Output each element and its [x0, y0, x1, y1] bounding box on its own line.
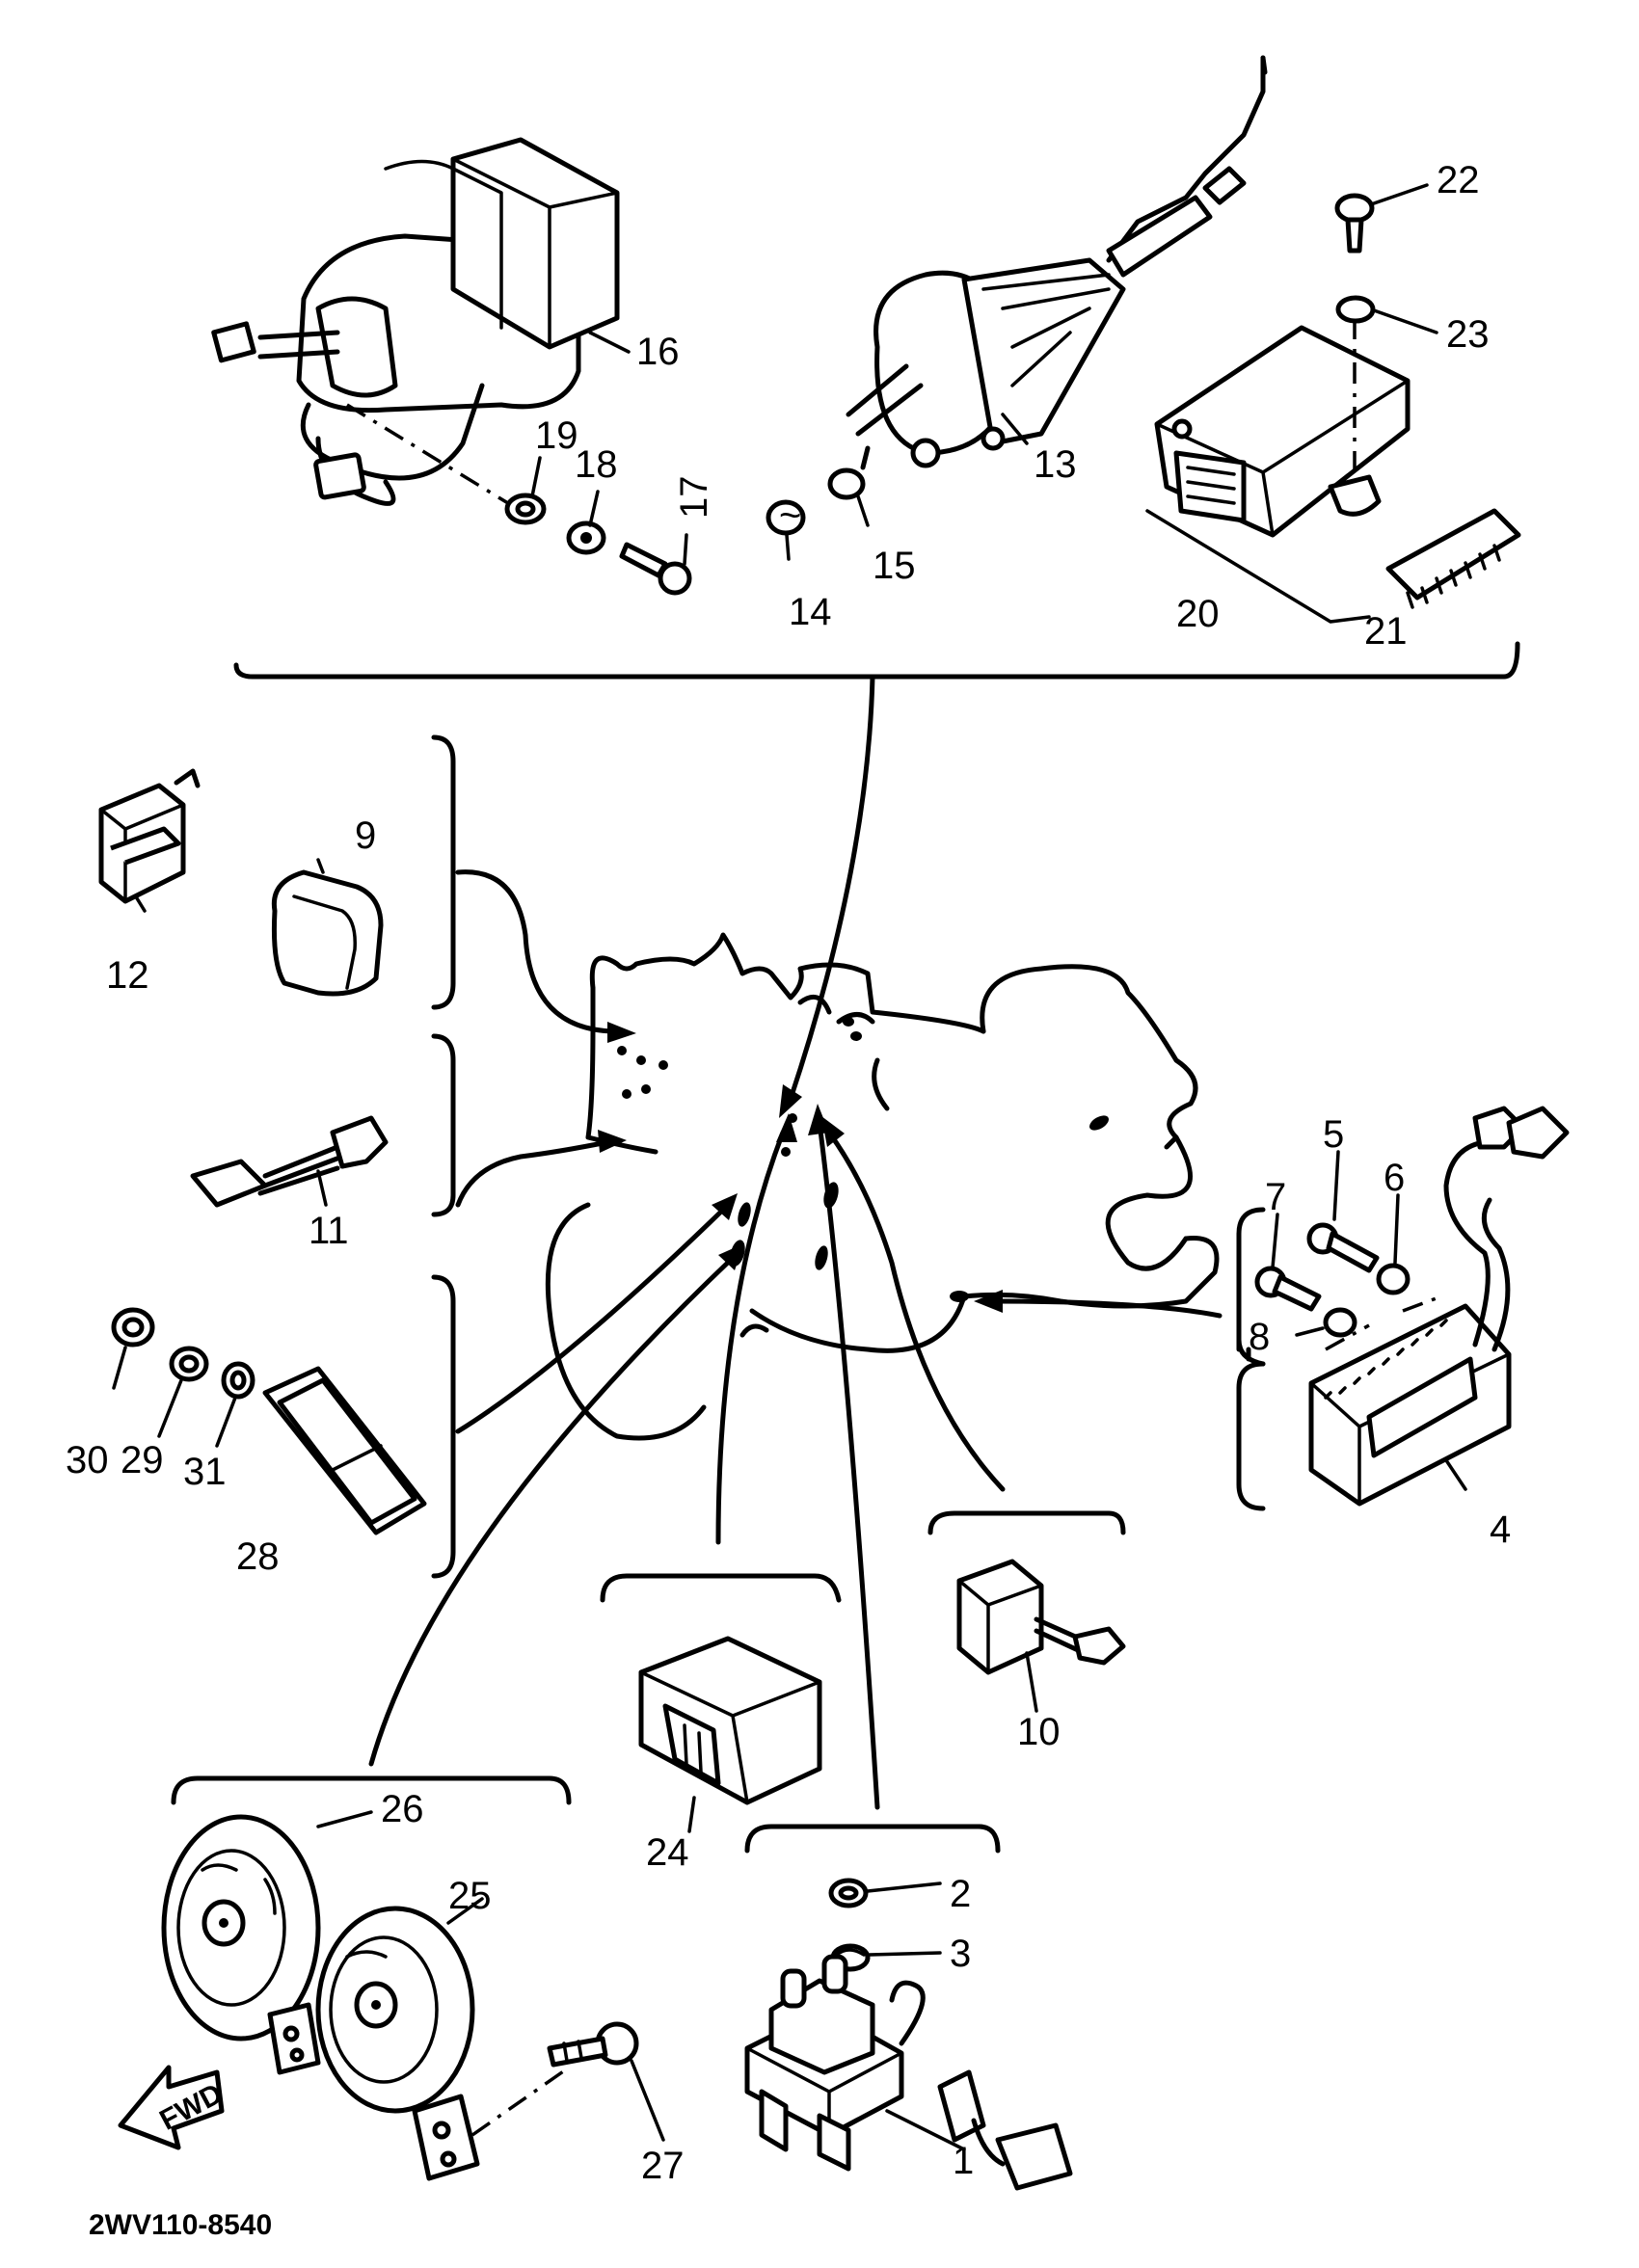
- part-6-washer[interactable]: [1376, 1263, 1411, 1295]
- callout-6: 6: [1384, 1157, 1405, 1199]
- part-1-starter-relay[interactable]: [744, 1954, 1073, 2191]
- callout-3: 3: [950, 1933, 971, 1975]
- part-28-module[interactable]: [262, 1366, 427, 1535]
- part-26-horn[interactable]: [161, 1810, 373, 2075]
- horn-group: FWD: [118, 1775, 665, 2181]
- part-14-cap[interactable]: ~: [766, 494, 806, 537]
- callout-22: 22: [1437, 159, 1480, 201]
- part-31-washer[interactable]: [221, 1361, 255, 1400]
- callout-31: 31: [183, 1451, 227, 1493]
- part-29-washer[interactable]: [169, 1346, 209, 1382]
- top-group: ~: [211, 55, 1521, 680]
- part-21-module[interactable]: [1385, 508, 1521, 609]
- part-13-diaphragm[interactable]: [846, 55, 1268, 468]
- callout-21: 21: [1364, 610, 1408, 653]
- part-8-washer[interactable]: [1323, 1307, 1357, 1338]
- callout-18: 18: [575, 443, 618, 486]
- callout-labels: 1 2 3 4 5 6 7 8 9 10 11 12 13 14 15 16 1…: [66, 159, 1511, 2187]
- part-12-relay[interactable]: [98, 768, 201, 913]
- part-20-control-unit[interactable]: [1145, 318, 1411, 624]
- callout-8: 8: [1249, 1316, 1270, 1358]
- part-30-nut[interactable]: [111, 1307, 155, 1347]
- callout-28: 28: [236, 1535, 280, 1578]
- part-17-screw[interactable]: [619, 542, 692, 596]
- callout-24: 24: [646, 1831, 689, 1874]
- callout-26: 26: [381, 1788, 424, 1830]
- callout-15: 15: [873, 545, 916, 587]
- callout-20: 20: [1176, 593, 1220, 635]
- part-25-horn[interactable]: [315, 1897, 484, 2181]
- part-2-nut[interactable]: [828, 1878, 869, 1908]
- callout-25: 25: [448, 1875, 492, 1917]
- drawing-code: 2WV110-8540: [89, 2209, 272, 2241]
- callout-12: 12: [106, 954, 149, 997]
- part-10-relay[interactable]: [956, 1559, 1126, 1713]
- part-9-switch[interactable]: [271, 858, 384, 997]
- callout-17: 17: [673, 476, 715, 520]
- part-19-washer[interactable]: [504, 493, 547, 525]
- part-16-actuator[interactable]: [211, 137, 620, 513]
- callout-4: 4: [1490, 1508, 1511, 1551]
- callout-7: 7: [1265, 1176, 1286, 1218]
- callout-13: 13: [1034, 443, 1077, 486]
- callout-27: 27: [641, 2145, 685, 2187]
- callout-14: 14: [789, 591, 832, 633]
- starter-relay-group: [744, 1824, 1073, 2191]
- part-23-washer[interactable]: [1335, 295, 1376, 324]
- part-7-screw[interactable]: [1254, 1266, 1322, 1312]
- part-15-clip[interactable]: [827, 467, 866, 500]
- callout-11: 11: [309, 1210, 349, 1252]
- callout-19: 19: [535, 414, 578, 457]
- left-lower-group: [111, 1274, 456, 1579]
- frame-outline: [545, 932, 1220, 1441]
- part-5-screw[interactable]: [1306, 1222, 1380, 1273]
- callout-10: 10: [1017, 1711, 1061, 1753]
- callout-9: 9: [355, 814, 376, 857]
- callout-23: 23: [1446, 313, 1490, 356]
- left-upper-group: [98, 734, 456, 1217]
- callout-2: 2: [950, 1873, 971, 1915]
- part-11-sensor[interactable]: [190, 1115, 389, 1208]
- part-27-bolt[interactable]: [547, 2021, 665, 2142]
- part-4-regulator[interactable]: [1308, 1106, 1570, 1507]
- svg-text:~: ~: [779, 494, 801, 537]
- connector-arrows: [368, 674, 1223, 1810]
- callout-1: 1: [953, 2140, 974, 2182]
- bottom-center-group: [600, 1510, 1126, 1833]
- callout-16: 16: [636, 331, 680, 373]
- right-group: [1236, 1106, 1570, 1511]
- part-24-relay[interactable]: [638, 1636, 822, 1833]
- callout-29: 29: [121, 1439, 164, 1481]
- callout-5: 5: [1323, 1113, 1344, 1156]
- part-22-screw[interactable]: [1334, 193, 1375, 253]
- callout-30: 30: [66, 1439, 109, 1481]
- part-18-washer[interactable]: [566, 520, 606, 555]
- fwd-direction-badge: FWD: [118, 2065, 228, 2150]
